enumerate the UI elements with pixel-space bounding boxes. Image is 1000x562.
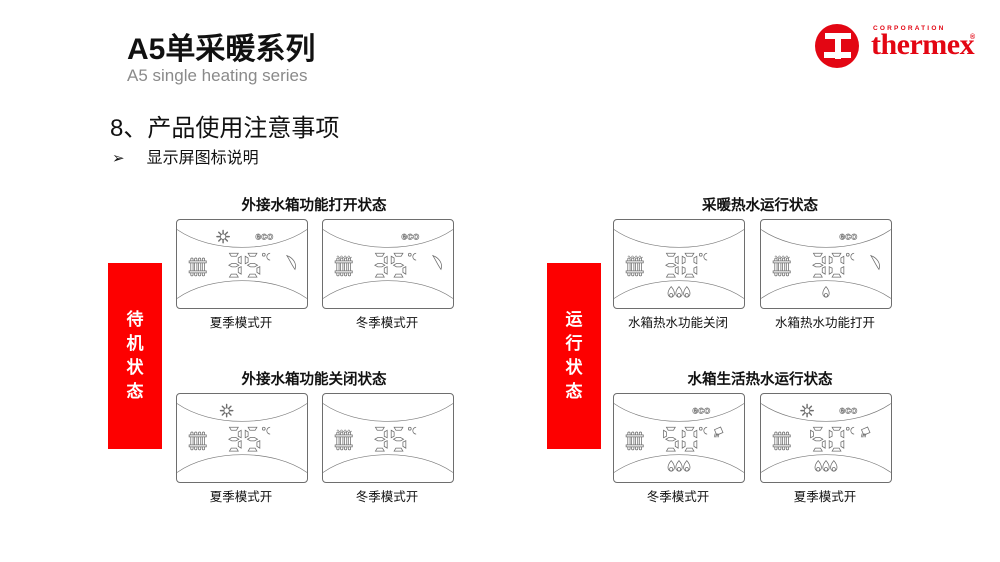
eco-icon: eco bbox=[401, 231, 420, 243]
state-label-bar-standby: 待机状态 bbox=[108, 263, 162, 449]
panel-caption: 水箱热水功能关闭 bbox=[627, 316, 728, 330]
temperature-digits bbox=[665, 252, 698, 278]
state-label-char: 运 bbox=[565, 309, 583, 329]
lcd-display-panel: eco bbox=[760, 219, 892, 309]
group-title: 水箱生活热水运行状态 bbox=[687, 372, 833, 388]
sun-icon bbox=[216, 229, 230, 244]
faucet-curve-icon bbox=[285, 254, 296, 271]
temperature-digits bbox=[228, 426, 261, 452]
page-subtitle: A5 single heating series bbox=[127, 66, 308, 85]
radiator-icon bbox=[625, 431, 644, 451]
temperature-digits bbox=[810, 426, 845, 452]
temperature-digits bbox=[663, 426, 698, 452]
panel-caption: 冬季模式开 bbox=[355, 490, 419, 504]
lcd-display-panel: eco bbox=[322, 219, 454, 309]
section-heading: 8、产品使用注意事项 bbox=[110, 115, 340, 142]
logo-corporation-text: CORPORATION bbox=[873, 25, 946, 32]
sun-icon bbox=[800, 403, 814, 418]
temperature-digits bbox=[812, 252, 845, 278]
radiator-heat-icon bbox=[772, 255, 791, 277]
lcd-display-panel bbox=[613, 219, 745, 309]
lcd-display-panel bbox=[322, 393, 454, 483]
bullet-label: 显示屏图标说明 bbox=[146, 150, 259, 167]
sun-icon bbox=[219, 403, 234, 418]
celsius-unit-icon bbox=[261, 252, 271, 261]
state-label-char: 行 bbox=[565, 333, 583, 353]
state-label-char: 状 bbox=[126, 358, 144, 377]
lcd-display-panel: eco bbox=[613, 393, 745, 483]
flame-triple-icon bbox=[667, 286, 691, 298]
lcd-display-panel: eco bbox=[176, 219, 308, 309]
celsius-unit-icon bbox=[698, 426, 708, 435]
page-title: A5单采暖系列 bbox=[127, 33, 316, 66]
celsius-unit-icon bbox=[407, 252, 417, 261]
celsius-unit-icon bbox=[407, 426, 417, 435]
group-title: 外接水箱功能打开状态 bbox=[241, 198, 387, 214]
panel-caption: 夏季模式开 bbox=[209, 316, 273, 330]
svg-text:eco: eco bbox=[692, 406, 710, 417]
eco-icon: eco bbox=[839, 405, 858, 417]
panel-caption: 冬季模式开 bbox=[355, 316, 419, 330]
state-label-char: 待 bbox=[126, 309, 144, 329]
state-label-char: 态 bbox=[565, 382, 583, 402]
eco-icon: eco bbox=[255, 231, 274, 243]
celsius-unit-icon bbox=[845, 426, 855, 435]
faucet-curve-icon bbox=[869, 254, 880, 271]
thermex-mark-icon bbox=[815, 24, 859, 68]
radiator-icon bbox=[772, 431, 791, 451]
shower-icon bbox=[713, 426, 724, 438]
shower-icon bbox=[860, 426, 871, 438]
bullet-arrow-icon: ➢ bbox=[112, 150, 125, 167]
thermex-logo: CORPORATION thermex ® bbox=[815, 22, 983, 70]
celsius-unit-icon bbox=[261, 426, 271, 435]
bullet-line: ➢ 显示屏图标说明 bbox=[112, 144, 259, 168]
temperature-digits bbox=[374, 252, 407, 278]
panel-caption: 冬季模式开 bbox=[646, 490, 710, 504]
panel-caption: 夏季模式开 bbox=[209, 490, 273, 504]
flame-triple-icon bbox=[814, 460, 838, 472]
radiator-icon bbox=[188, 431, 207, 451]
group-title: 外接水箱功能关闭状态 bbox=[241, 372, 387, 388]
panel-caption: 水箱热水功能打开 bbox=[774, 316, 875, 330]
svg-text:eco: eco bbox=[401, 232, 419, 243]
eco-icon: eco bbox=[839, 231, 858, 243]
svg-text:eco: eco bbox=[255, 232, 273, 243]
state-label-bar-running: 运行状态 bbox=[547, 263, 601, 449]
flame-single-icon bbox=[822, 286, 830, 298]
logo-wordmark: thermex bbox=[871, 28, 975, 61]
lcd-display-panel: eco bbox=[760, 393, 892, 483]
faucet-curve-icon bbox=[431, 254, 442, 271]
radiator-icon bbox=[188, 257, 207, 277]
temperature-digits bbox=[374, 426, 407, 452]
radiator-heat-icon bbox=[625, 255, 644, 277]
radiator-heat-icon bbox=[334, 255, 353, 277]
celsius-unit-icon bbox=[698, 252, 708, 261]
state-label-char: 状 bbox=[565, 358, 583, 377]
state-label-char: 态 bbox=[126, 382, 144, 402]
state-label-char: 机 bbox=[126, 333, 144, 353]
group-title: 采暖热水运行状态 bbox=[702, 198, 818, 214]
eco-icon: eco bbox=[692, 405, 711, 417]
svg-text:eco: eco bbox=[839, 406, 857, 417]
lcd-display-panel bbox=[176, 393, 308, 483]
svg-text:eco: eco bbox=[839, 232, 857, 243]
panel-caption: 夏季模式开 bbox=[793, 490, 857, 504]
logo-registered-mark: ® bbox=[970, 34, 976, 41]
temperature-digits bbox=[228, 252, 261, 278]
radiator-heat-icon bbox=[334, 429, 353, 451]
celsius-unit-icon bbox=[845, 252, 855, 261]
flame-triple-icon bbox=[667, 460, 691, 472]
